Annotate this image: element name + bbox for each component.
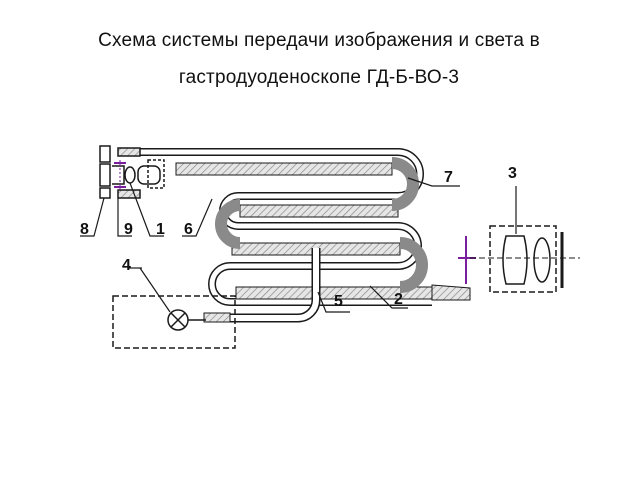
label-6: 6	[184, 221, 193, 238]
label-9: 9	[124, 221, 133, 238]
label-3: 3	[508, 165, 517, 182]
light-source	[112, 295, 236, 349]
distal-end	[99, 145, 165, 199]
label-7: 7	[444, 169, 453, 186]
leader-lines	[80, 177, 517, 313]
diagram-title-line1: Схема системы передачи изображения и све…	[98, 30, 540, 51]
label-2: 2	[394, 291, 403, 308]
image-fiber-bundle	[175, 157, 471, 301]
label-5: 5	[334, 293, 343, 310]
label-4: 4	[122, 257, 131, 274]
eyepiece	[458, 225, 580, 293]
diagram-title-line2: гастродуоденоскопе ГД-Б-ВО-3	[178, 67, 460, 88]
label-8: 8	[80, 221, 89, 238]
light-guide-cable	[203, 248, 321, 323]
label-1: 1	[156, 221, 165, 238]
